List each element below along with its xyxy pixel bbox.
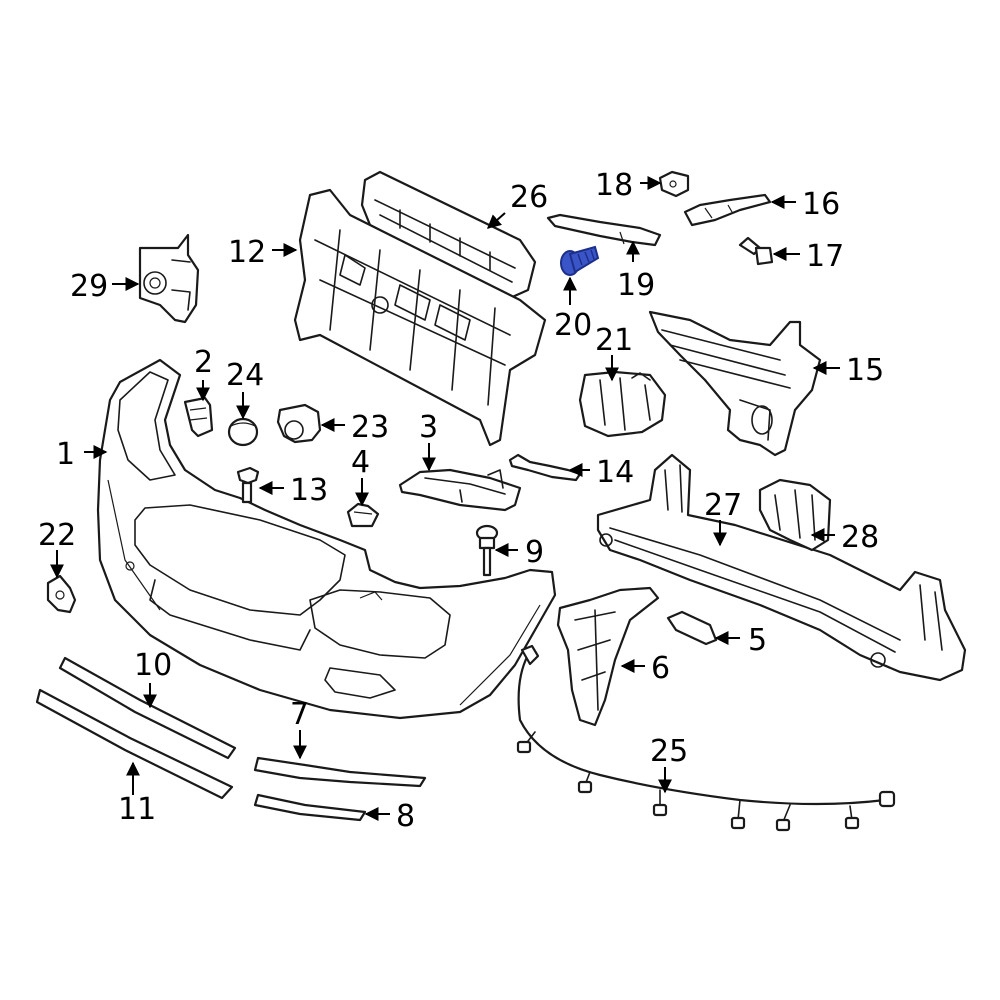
- callout-22: 22: [38, 518, 76, 553]
- part-23-park-sensor: [276, 403, 322, 444]
- part-1-bumper-cover: [96, 358, 557, 720]
- part-9-push-pin: [475, 524, 499, 577]
- part-29-sensor-bracket: [138, 233, 200, 324]
- part-27-impact-bar: [596, 453, 967, 682]
- callout-labels: 1 2 3 4 5 6 7 8 9 10 11 12 13 14 15 16 1…: [38, 168, 884, 834]
- callout-21: 21: [595, 323, 633, 358]
- part-15-side-grille: [648, 310, 822, 457]
- callout-10: 10: [134, 648, 172, 683]
- part-25-wiring-harness: [516, 644, 896, 832]
- part-2-clip: [183, 396, 214, 438]
- callout-9: 9: [525, 535, 544, 570]
- callout-16: 16: [802, 187, 840, 222]
- part-16-bracket: [683, 193, 772, 227]
- part-13-bolt: [236, 466, 260, 504]
- part-8-moulding: [253, 793, 367, 822]
- callout-29: 29: [70, 269, 108, 304]
- part-20-screw-highlighted: [560, 245, 600, 276]
- callout-2: 2: [194, 345, 213, 380]
- callout-27: 27: [704, 488, 742, 523]
- callout-23: 23: [351, 410, 389, 445]
- callout-28: 28: [841, 520, 879, 555]
- callout-8: 8: [396, 799, 415, 834]
- part-7-moulding: [253, 756, 427, 788]
- part-11-trim-strip: [35, 688, 234, 800]
- callout-25: 25: [650, 734, 688, 769]
- part-22-clip: [46, 574, 77, 614]
- part-17-bolt: [738, 236, 774, 266]
- leader-lines: [50, 176, 840, 821]
- part-6-fog-light-bracket: [556, 586, 660, 727]
- callout-19: 19: [617, 268, 655, 303]
- callout-6: 6: [651, 651, 670, 686]
- callout-3: 3: [419, 410, 438, 445]
- callout-4: 4: [351, 445, 370, 480]
- callout-13: 13: [290, 473, 328, 508]
- callout-14: 14: [596, 455, 634, 490]
- callout-1: 1: [56, 437, 75, 472]
- callout-12: 12: [228, 235, 266, 270]
- callout-15: 15: [846, 353, 884, 388]
- callout-17: 17: [806, 239, 844, 274]
- callout-20: 20: [554, 308, 592, 343]
- part-18-clip: [658, 170, 690, 198]
- part-12-grille-carrier: [293, 188, 547, 447]
- part-24-cap: [227, 417, 259, 447]
- part-3-bracket: [398, 468, 522, 512]
- part-19-bracket: [546, 213, 662, 247]
- part-5-cover-cap: [666, 610, 718, 646]
- part-26-upper-support: [360, 170, 537, 300]
- callout-26: 26: [510, 180, 548, 215]
- part-4-clip-nut: [346, 502, 380, 528]
- part-21-air-duct: [578, 370, 667, 438]
- callout-11: 11: [118, 792, 156, 827]
- callout-24: 24: [226, 358, 264, 393]
- callout-5: 5: [748, 623, 767, 658]
- callout-18: 18: [595, 168, 633, 203]
- callout-7: 7: [290, 697, 309, 732]
- part-14-strip: [508, 453, 582, 482]
